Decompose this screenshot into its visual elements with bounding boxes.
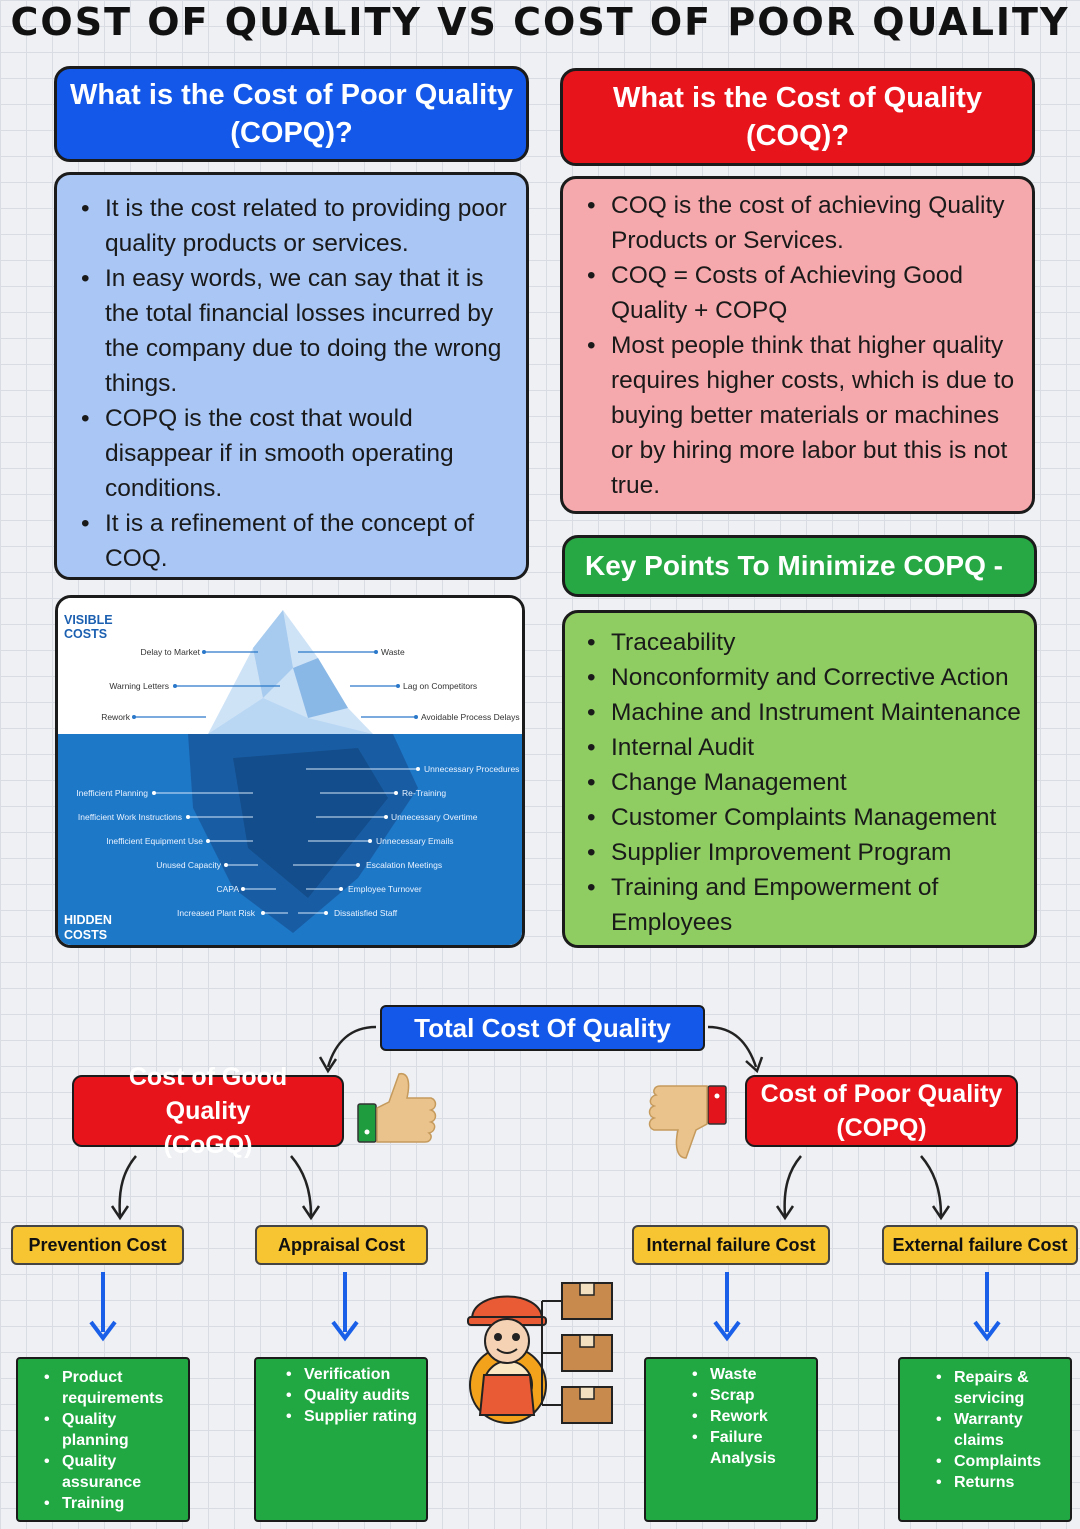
iceberg-label: Avoidable Process Delays <box>421 712 520 722</box>
iceberg-label: Employee Turnover <box>348 884 422 894</box>
key-point-item: Customer Complaints Management <box>585 800 1026 835</box>
curved-arrow-icon <box>920 1155 951 1221</box>
curved-arrow-icon <box>110 1155 137 1221</box>
iceberg-label: CAPA <box>216 884 239 894</box>
copq-point: It is the cost related to providing poor… <box>79 191 516 261</box>
iceberg-label: Unnecessary Emails <box>376 836 453 846</box>
coq-point: COQ = Costs of Achieving Good Quality + … <box>585 258 1022 328</box>
coq-definition-box: COQ is the cost of achieving Quality Pro… <box>560 176 1035 514</box>
external-failure-item: Warranty claims <box>932 1409 1064 1451</box>
coq-point: Most people think that higher quality re… <box>585 328 1022 503</box>
appraisal-item: Quality audits <box>282 1385 420 1406</box>
key-point-item: Internal Audit <box>585 730 1026 765</box>
iceberg-label: Re-Training <box>402 788 446 798</box>
prevention-item: Quality planning <box>40 1409 182 1451</box>
visible-costs-label: VISIBLE COSTS <box>64 613 113 641</box>
copq-heading: What is the Cost of Poor Quality (COPQ)? <box>54 66 529 162</box>
prevention-items-box: Product requirements Quality planning Qu… <box>16 1357 190 1522</box>
total-cost-heading: Total Cost Of Quality <box>380 1005 705 1051</box>
good-quality-heading: Cost of Good Quality (CoGQ) <box>72 1063 344 1159</box>
key-point-item: Machine and Instrument Maintenance <box>585 695 1026 730</box>
iceberg-illustration: VISIBLE COSTS HIDDEN COSTS Delay to Mark… <box>58 598 522 945</box>
key-point-item: Nonconformity and Corrective Action <box>585 660 1026 695</box>
curved-arrow-icon <box>318 1025 377 1074</box>
appraisal-cost-label: Appraisal Cost <box>255 1225 428 1265</box>
key-point-item: Traceability <box>585 625 1026 660</box>
hidden-label-line: COSTS <box>64 928 107 942</box>
coq-heading: What is the Cost of Quality (COQ)? <box>560 68 1035 166</box>
copq-point: It is a refinement of the concept of COQ… <box>79 506 516 576</box>
curved-arrow-icon <box>290 1155 321 1221</box>
iceberg-label: Unnecessary Overtime <box>391 812 478 822</box>
key-point-item: Supplier Improvement Program <box>585 835 1026 870</box>
external-failure-item: Complaints <box>932 1451 1064 1472</box>
appraisal-items-box: Verification Quality audits Supplier rat… <box>254 1357 428 1522</box>
iceberg-label: Waste <box>381 647 405 657</box>
key-points-heading: Key Points To Minimize COPQ - <box>562 535 1037 597</box>
iceberg-label: Unused Capacity <box>156 860 221 870</box>
prevention-item: Training <box>40 1493 182 1514</box>
hidden-costs-label: HIDDEN COSTS <box>64 913 112 942</box>
iceberg-label: Escalation Meetings <box>366 860 442 870</box>
iceberg-label: Increased Plant Risk <box>177 908 256 918</box>
copq-point: In easy words, we can say that it is the… <box>79 261 516 401</box>
iceberg-label: Inefficient Planning <box>76 788 148 798</box>
external-failure-item: Repairs & servicing <box>932 1367 1064 1409</box>
external-failure-items-box: Repairs & servicing Warranty claims Comp… <box>898 1357 1072 1522</box>
coq-point: COQ is the cost of achieving Quality Pro… <box>585 188 1022 258</box>
internal-failure-items-box: Waste Scrap Rework Failure Analysis <box>644 1357 818 1522</box>
internal-failure-item: Rework <box>688 1406 810 1427</box>
key-points-box: Traceability Nonconformity and Correctiv… <box>562 610 1037 948</box>
visible-label-line: VISIBLE <box>64 613 113 627</box>
prevention-cost-label: Prevention Cost <box>11 1225 184 1265</box>
iceberg-panel: VISIBLE COSTS HIDDEN COSTS Delay to Mark… <box>55 595 525 948</box>
down-arrow-icon <box>973 1272 1001 1342</box>
good-quality-line: (CoGQ) <box>163 1131 253 1159</box>
external-failure-cost-label: External failure Cost <box>882 1225 1078 1265</box>
iceberg-label: Warning Letters <box>109 681 169 691</box>
iceberg-label: Delay to Market <box>140 647 200 657</box>
appraisal-item: Verification <box>282 1364 420 1385</box>
poor-quality-line: Cost of Poor Quality <box>760 1080 1003 1108</box>
iceberg-label: Unnecessary Procedures <box>424 764 519 774</box>
iceberg-label: Rework <box>101 712 131 722</box>
prevention-item: Quality assurance <box>40 1451 182 1493</box>
prevention-item: Product requirements <box>40 1367 182 1409</box>
copq-point: COPQ is the cost that would disappear if… <box>79 401 516 506</box>
iceberg-label: Dissatisfied Staff <box>334 908 398 918</box>
poor-quality-line: (COPQ) <box>836 1114 927 1142</box>
internal-failure-item: Scrap <box>688 1385 810 1406</box>
iceberg-label: Inefficient Work Instructions <box>78 812 182 822</box>
down-arrow-icon <box>331 1272 359 1342</box>
appraisal-item: Supplier rating <box>282 1406 420 1427</box>
down-arrow-icon <box>713 1272 741 1342</box>
key-point-item: Change Management <box>585 765 1026 800</box>
down-arrow-icon <box>89 1272 117 1342</box>
visible-label-line: COSTS <box>64 627 107 641</box>
internal-failure-item: Failure Analysis <box>688 1427 810 1469</box>
curved-arrow-icon <box>775 1155 802 1221</box>
external-failure-item: Returns <box>932 1472 1064 1493</box>
copq-definition-box: It is the cost related to providing poor… <box>54 172 529 580</box>
hidden-label-line: HIDDEN <box>64 913 112 927</box>
thumbs-up-icon <box>357 1072 437 1143</box>
key-point-item: Training and Empowerment of Employees <box>585 870 1026 940</box>
iceberg-label: Inefficient Equipment Use <box>106 836 203 846</box>
internal-failure-cost-label: Internal failure Cost <box>632 1225 830 1265</box>
page-title: COST OF QUALITY VS COST OF POOR QUALITY <box>10 0 1070 44</box>
iceberg-label: Lag on Competitors <box>403 681 477 691</box>
thumbs-down-icon <box>648 1085 727 1159</box>
internal-failure-item: Waste <box>688 1364 810 1385</box>
poor-quality-heading: Cost of Poor Quality (COPQ) <box>745 1075 1018 1147</box>
curved-arrow-icon <box>707 1025 764 1074</box>
worker-icon <box>467 1282 613 1424</box>
good-quality-line: Cost of Good Quality <box>128 1063 288 1125</box>
